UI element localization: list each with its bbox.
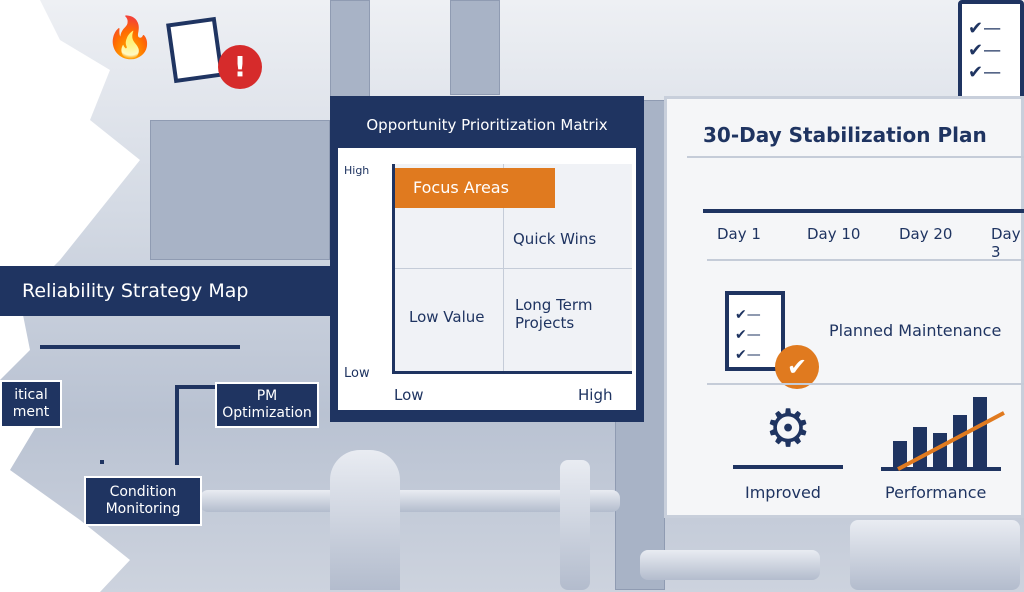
strategy-map-title: Reliability Strategy Map <box>22 280 249 302</box>
pipe <box>640 550 820 580</box>
node-label: PM Optimization <box>222 388 312 421</box>
pipe <box>200 490 620 512</box>
low-value-label[interactable]: Low Value <box>409 308 485 326</box>
plant-building <box>150 120 330 260</box>
connector <box>100 460 104 464</box>
node-pm-optimization[interactable]: PM Optimization <box>215 382 319 428</box>
plan-title: 30-Day Stabilization Plan <box>703 123 987 147</box>
pipe <box>560 460 590 590</box>
gear-icon: ⚙ <box>733 399 843 469</box>
milestone-day-10: Day 10 <box>807 225 861 243</box>
strategy-map-banner: Reliability Strategy Map <box>0 266 330 316</box>
tank <box>330 450 400 590</box>
fire-icon: 🔥 <box>105 15 155 61</box>
connector <box>175 385 215 389</box>
milestone-day-1: Day 1 <box>717 225 761 243</box>
planned-maintenance-label: Planned Maintenance <box>829 321 1002 340</box>
connector <box>40 345 240 349</box>
prioritization-matrix-panel: Opportunity Prioritization Matrix High L… <box>330 96 644 422</box>
matrix-grid: High Low Low High Focus Areas Quick Wins… <box>338 148 636 410</box>
x-axis-high: High <box>578 386 613 404</box>
y-axis-high: High <box>344 164 370 177</box>
node-condition-monitoring[interactable]: Condition Monitoring <box>84 476 202 526</box>
matrix-quadrants: Focus Areas Quick Wins Low Value Long Te… <box>392 164 632 374</box>
tower <box>450 0 500 95</box>
milestone-day-30: Day 3 <box>991 225 1021 261</box>
improved-label: Improved <box>745 483 821 502</box>
connector <box>175 385 179 465</box>
node-label: Condition Monitoring <box>105 484 181 517</box>
milestone-day-20: Day 20 <box>899 225 953 243</box>
stabilization-plan-panel: 30-Day Stabilization Plan Day 1 Day 10 D… <box>664 96 1024 518</box>
quick-wins-label[interactable]: Quick Wins <box>513 230 597 248</box>
checklist-icon: ✔—✔—✔— <box>958 0 1024 100</box>
node-critical-equipment[interactable]: itical ment <box>0 380 62 428</box>
chimney <box>330 0 370 100</box>
performance-label: Performance <box>885 483 987 502</box>
node-label: itical ment <box>12 387 50 420</box>
tank <box>850 520 1020 590</box>
clipboard-icon: ✔—✔—✔— <box>725 291 785 371</box>
x-axis-low: Low <box>394 386 424 404</box>
timeline <box>703 209 1024 213</box>
alert-icon: ! <box>218 45 262 89</box>
bar-chart-icon <box>881 397 1005 471</box>
focus-areas-label[interactable]: Focus Areas <box>395 168 555 208</box>
long-term-label[interactable]: Long Term Projects <box>515 296 593 332</box>
check-badge-icon: ✔ <box>775 345 819 389</box>
document-icon <box>166 16 224 84</box>
y-axis-low: Low <box>344 366 370 381</box>
matrix-title: Opportunity Prioritization Matrix <box>366 116 608 134</box>
